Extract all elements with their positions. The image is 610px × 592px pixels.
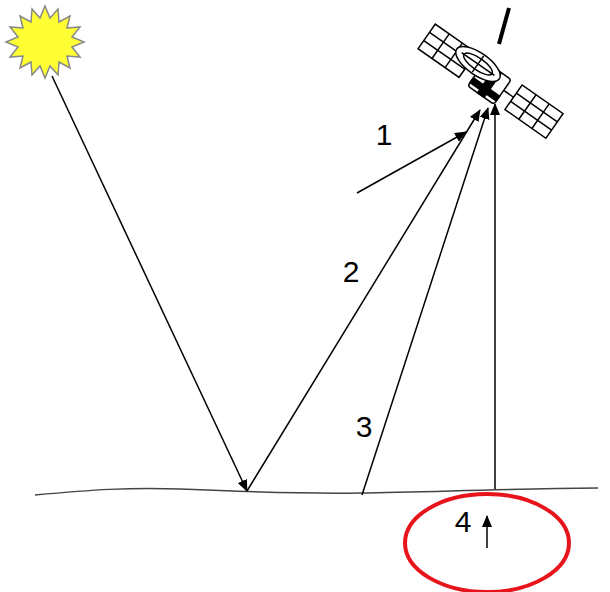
incoming-ray [52, 76, 247, 491]
satellite [417, 8, 563, 140]
surface-ray [362, 108, 488, 495]
emitted-ray [494, 104, 496, 489]
ground-line [35, 488, 598, 495]
callout-number: 3 [356, 412, 373, 442]
reflected-ray [247, 110, 480, 491]
callout-number: 4 [455, 507, 472, 537]
highlight-ellipse [405, 494, 569, 592]
atmosphere-ray [357, 132, 466, 193]
callout-number: 2 [343, 257, 360, 287]
sun [6, 6, 84, 78]
callout-number: 1 [376, 120, 393, 150]
subsurface-ray [486, 516, 488, 548]
